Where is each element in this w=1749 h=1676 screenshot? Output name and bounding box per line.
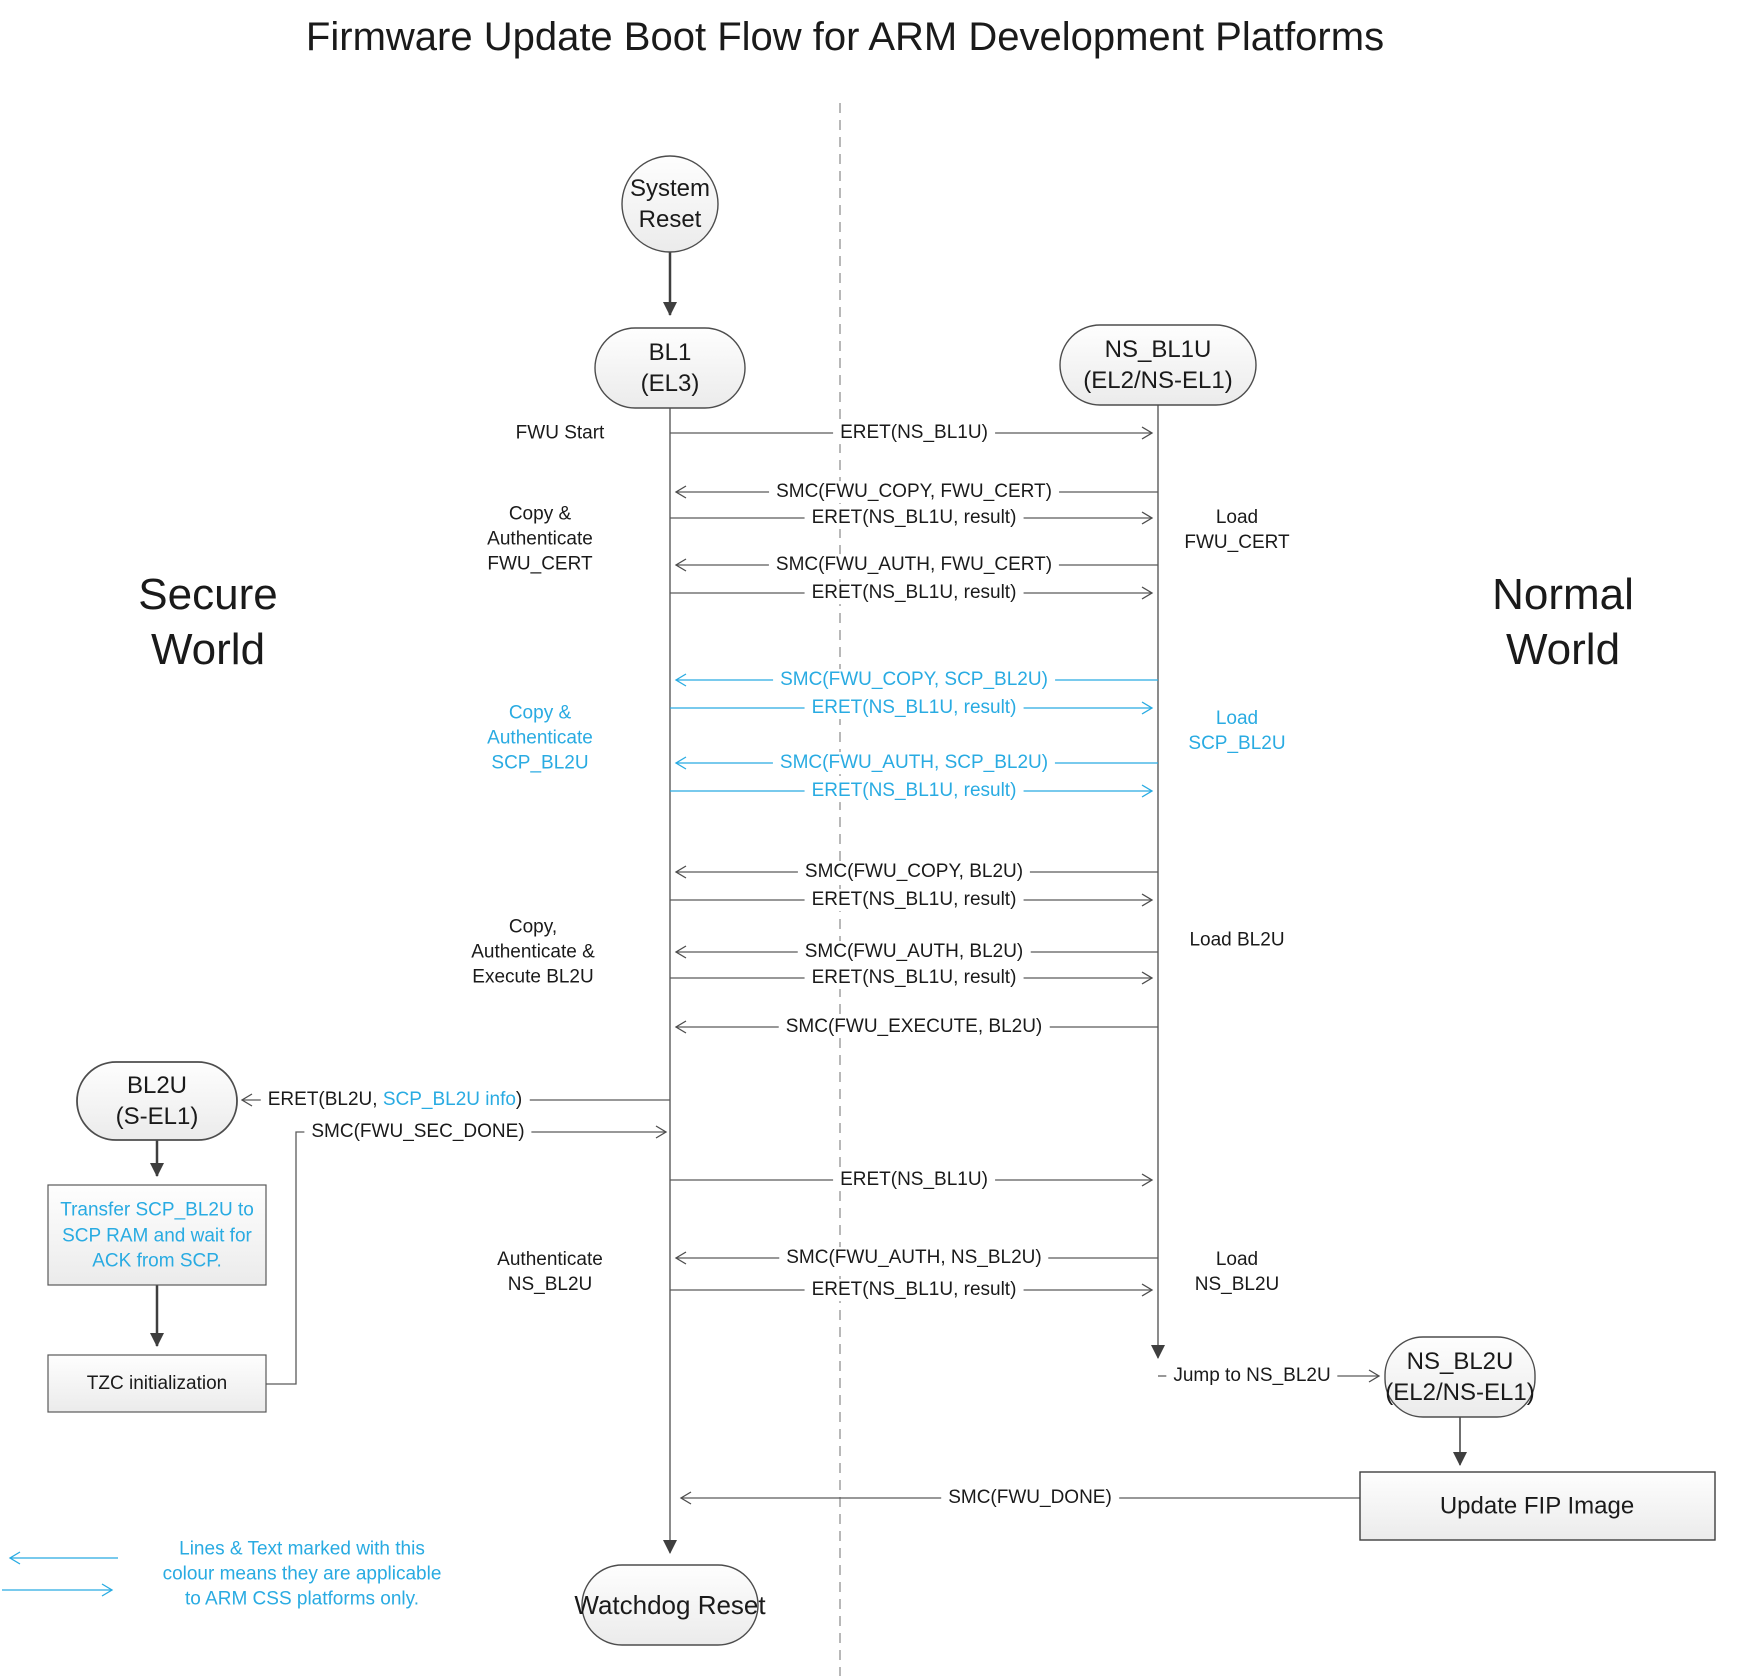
label-load-ns-bl2u: Load NS_BL2U bbox=[1194, 1248, 1280, 1295]
label-copy-auth-exec-bl2u: Copy, Authenticate & Execute BL2U bbox=[471, 916, 595, 988]
update-fip-box-shape bbox=[1359, 1471, 1716, 1541]
label-copy-auth-scp-bl2u: Copy & Authenticate SCP_BL2U bbox=[487, 702, 593, 774]
message-smc-fwu-auth-scp-bl2u: SMC(FWU_AUTH, SCP_BL2U) bbox=[772, 752, 1056, 774]
legend-text: Lines & Text marked with this colour mea… bbox=[162, 1538, 442, 1610]
update-fip-box-label: Update FIP Image bbox=[1439, 1492, 1635, 1520]
message-smc-fwu-auth-ns-bl2u: SMC(FWU_AUTH, NS_BL2U) bbox=[779, 1247, 1049, 1269]
message-eret-result-7: ERET(NS_BL1U, result) bbox=[804, 1279, 1024, 1301]
legend-arrows bbox=[2, 1551, 118, 1597]
message-smc-fwu-copy-bl2u: SMC(FWU_COPY, BL2U) bbox=[797, 861, 1031, 883]
message-smc-fwu-auth-bl2u: SMC(FWU_AUTH, BL2U) bbox=[797, 941, 1031, 963]
tzc-init-box-label: TZC initialization bbox=[86, 1373, 228, 1395]
message-smc-fwu-copy-fwu-cert: SMC(FWU_COPY, FWU_CERT) bbox=[769, 481, 1059, 503]
bl2u-node-shape bbox=[76, 1061, 238, 1141]
message-smc-fwu-copy-scp-bl2u: SMC(FWU_COPY, SCP_BL2U) bbox=[773, 669, 1055, 691]
page-title: Firmware Update Boot Flow for ARM Develo… bbox=[305, 15, 1385, 59]
label-fwu-start: FWU Start bbox=[515, 422, 605, 444]
message-smc-fwu-execute-bl2u: SMC(FWU_EXECUTE, BL2U) bbox=[778, 1016, 1050, 1038]
message-eret-ns-bl1u-start: ERET(NS_BL1U) bbox=[833, 422, 995, 444]
tzc-init-box-shape bbox=[47, 1354, 267, 1413]
message-eret-ns-bl1u-2: ERET(NS_BL1U) bbox=[833, 1169, 995, 1191]
label-load-scp-bl2u: Load SCP_BL2U bbox=[1188, 707, 1286, 754]
message-eret-bl2u-highlight: SCP_BL2U info bbox=[382, 1089, 516, 1111]
message-eret-result-1: ERET(NS_BL1U, result) bbox=[804, 507, 1024, 529]
message-eret-bl2u: ERET(BL2U, SCP_BL2U info) bbox=[260, 1089, 530, 1111]
message-eret-result-2: ERET(NS_BL1U, result) bbox=[804, 582, 1024, 604]
system-reset-node-shape bbox=[621, 155, 719, 253]
message-jump-to-ns-bl2u: Jump to NS_BL2U bbox=[1166, 1365, 1338, 1387]
message-smc-fwu-sec-done: SMC(FWU_SEC_DONE) bbox=[304, 1121, 532, 1143]
message-eret-result-3: ERET(NS_BL1U, result) bbox=[804, 697, 1024, 719]
transfer-scp-box-label: Transfer SCP_BL2U to SCP RAM and wait fo… bbox=[60, 1199, 254, 1272]
message-eret-result-6: ERET(NS_BL1U, result) bbox=[804, 967, 1024, 989]
label-auth-ns-bl2u: Authenticate NS_BL2U bbox=[497, 1248, 603, 1295]
node-ns-bl2u: NS_BL2U (EL2/NS-EL1) bbox=[1385, 1347, 1535, 1406]
ns-bl1u-node-shape bbox=[1059, 324, 1257, 406]
message-eret-result-5: ERET(NS_BL1U, result) bbox=[804, 889, 1024, 911]
node-system-reset: System Reset bbox=[629, 174, 711, 233]
label-load-bl2u: Load BL2U bbox=[1189, 929, 1285, 951]
watchdog-reset-node-shape bbox=[581, 1564, 759, 1646]
arrow-smc-fwu-sec-done bbox=[266, 1125, 668, 1385]
label-copy-auth-fwu-cert: Copy & Authenticate FWU_CERT bbox=[487, 503, 593, 575]
node-watchdog-reset: Watchdog Reset bbox=[574, 1589, 766, 1620]
label-load-fwu-cert: Load FWU_CERT bbox=[1184, 506, 1290, 553]
node-ns-bl1u: NS_BL1U (EL2/NS-EL1) bbox=[1083, 335, 1233, 394]
message-eret-result-4: ERET(NS_BL1U, result) bbox=[804, 780, 1024, 802]
normal-world-label: Normal World bbox=[1492, 570, 1634, 674]
message-eret-bl2u-post: ) bbox=[515, 1089, 523, 1111]
message-smc-fwu-done: SMC(FWU_DONE) bbox=[941, 1487, 1119, 1509]
node-bl2u: BL2U (S-EL1) bbox=[115, 1071, 199, 1130]
message-smc-fwu-auth-fwu-cert: SMC(FWU_AUTH, FWU_CERT) bbox=[768, 554, 1060, 576]
ns-bl2u-node-shape bbox=[1384, 1336, 1536, 1418]
secure-world-label: Secure World bbox=[138, 570, 278, 674]
message-eret-bl2u-pre: ERET(BL2U, bbox=[267, 1089, 383, 1111]
transfer-scp-box-shape bbox=[47, 1184, 267, 1286]
node-bl1: BL1 (EL3) bbox=[640, 338, 700, 397]
bl1-node-shape bbox=[594, 327, 746, 409]
